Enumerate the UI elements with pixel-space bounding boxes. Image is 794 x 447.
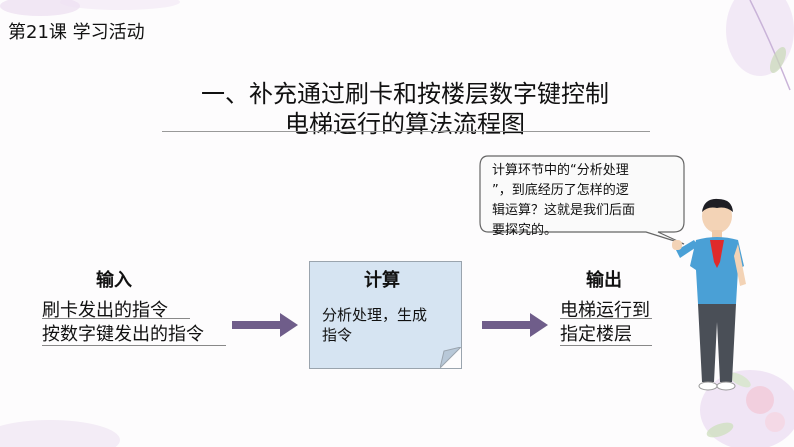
bubble-line2: ”，到底经历了怎样的逻	[492, 183, 629, 198]
output-line2: 指定楼层	[560, 324, 632, 345]
lesson-label: 第21课 学习活动	[8, 22, 145, 43]
process-line1: 分析处理，生成	[322, 306, 428, 324]
output-line1: 电梯运行到	[560, 300, 650, 321]
input-underline2	[42, 345, 226, 346]
bubble-line4: 要探究的。	[492, 223, 558, 238]
arrow-process-to-output	[482, 313, 548, 337]
output-heading: 输出	[586, 270, 622, 291]
student-illustration	[672, 198, 746, 391]
arrow-input-to-process	[232, 313, 298, 337]
speech-bubble	[479, 155, 685, 245]
process-box-fold-corner	[440, 347, 461, 368]
floral-bottom-left-decoration	[0, 420, 120, 447]
process-heading: 计算	[364, 270, 400, 291]
output-underline2	[560, 345, 652, 346]
title-divider	[162, 131, 650, 132]
bubble-line1: 计算环节中的“分析处理	[492, 163, 629, 178]
page-title-line2: 电梯运行的算法流程图	[285, 110, 525, 138]
process-box	[309, 261, 462, 369]
floral-top-right-decoration	[726, 0, 794, 91]
page-title-line1: 一、补充通过刷卡和按楼层数字键控制	[201, 80, 609, 108]
input-line1: 刷卡发出的指令	[42, 300, 168, 321]
output-underline1	[560, 318, 652, 319]
bubble-line3: 辑运算？这就是我们后面	[492, 203, 636, 218]
input-line2: 按数字键发出的指令	[42, 324, 204, 345]
input-underline1	[42, 318, 190, 319]
input-heading: 输入	[96, 270, 132, 291]
floral-top-left-decoration	[0, 0, 180, 16]
process-line2: 指令	[322, 326, 353, 344]
speech-bubble-text: 计算环节中的“分析处理 ”，到底经历了怎样的逻 辑运算？这就是我们后面 要探究的…	[492, 161, 662, 241]
